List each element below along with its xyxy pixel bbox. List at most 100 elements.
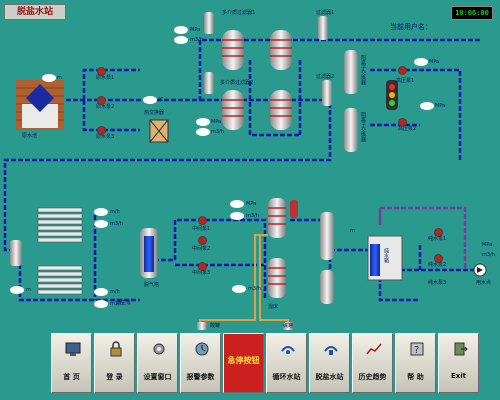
label-filter-2: 过滤器2 [316,74,335,80]
pure-pump-1-valve[interactable] [434,228,443,237]
unit-m3h-7: m3/h [482,252,495,258]
label-regen-pump: 再生泵 [116,300,132,306]
pure-water-tank [367,235,403,281]
help-icon: ? [410,342,424,356]
readout-level-pool [42,74,56,82]
label-sand-filter-1: 多介质过滤器1 [222,10,256,16]
anion-exchanger [344,108,358,152]
unit-mpa-5: MPa [246,201,257,207]
readout-pressure-3 [414,58,428,66]
unit-m3h-3: m3/h [110,221,123,227]
home-button-label: 首 页 [63,373,80,381]
label-mid-pump-3: 中间泵3 [192,270,211,276]
hp-pump-2-valve[interactable] [398,118,407,127]
current-user-label: 当前用户名： [390,23,432,31]
readout-flow-1 [174,36,188,44]
unit-mpa-1: MPa [190,27,201,33]
dosing-tank [204,12,214,34]
history-trend-label: 历史趋势 [358,373,387,381]
raw-pump-1-valve[interactable] [97,67,106,76]
exit-button-label: Exit [450,372,467,380]
label-anion-exchanger: 阴离子交换器 [360,112,366,142]
mid-pump-1-valve[interactable] [198,216,207,225]
alarm-params-label: 报警参数 [186,373,215,381]
clock-display: 10:06:00 [451,6,493,20]
readout-flow-3 [94,220,108,228]
desalination-station-button[interactable]: 脱盐水站 [309,333,350,393]
readout-pressure-4 [420,102,434,110]
home-button[interactable]: 首 页 [51,333,92,393]
unit-m-2: m [26,287,31,293]
unit-m3h-6: m3/h [248,286,261,292]
raw-water-pool [16,80,64,130]
readout-flow-2 [196,128,210,136]
readout-pressure-1 [174,26,188,34]
readout-pressure-5 [230,200,244,208]
sand-filters [222,30,292,130]
exit-icon [454,342,468,356]
heat-exchanger [149,119,169,143]
unit-mpa-6: MPa [482,242,493,248]
pure-pump-2-valve[interactable] [434,254,443,263]
readout-temp [143,96,157,104]
alarm-params-icon [195,342,209,356]
label-mixed-bed: 混床 [268,304,279,310]
label-pure-pump-1: 纯水泵1 [428,236,447,242]
label-cation-exchanger: 阳离子交换器 [360,55,366,85]
unit-mpa-3: MPa [429,59,440,65]
unit-m3h-5: m3/h [246,213,259,219]
settings-window-button[interactable]: 设置窗口 [137,333,178,393]
unit-m3h-1: m3/h [190,37,203,43]
desalination-icon [324,346,338,355]
exit-button[interactable]: Exit [438,333,479,393]
readout-level-2 [10,286,24,294]
label-filter-1: 过滤器1 [316,10,335,16]
raw-pump-3-valve[interactable] [97,126,106,135]
trend-icon [366,343,382,355]
circulation-icon [281,346,295,354]
acid-tank [197,322,207,330]
label-decarbonator: 脱气塔 [144,282,160,288]
unit-mpa-4: MPa [435,103,446,109]
emergency-stop-label: 急停按钮 [227,356,260,365]
mid-pump-2-valve[interactable] [198,236,207,245]
process-diagram [3,12,487,330]
settings-window-label: 设置窗口 [143,373,172,381]
label-raw-water-pool: 原水池 [22,133,38,139]
svg-text:?: ? [414,345,419,356]
hp-pump-1-valve[interactable] [398,66,407,75]
cartridge-filters [37,207,83,295]
mid-pump-3-valve[interactable] [198,262,207,271]
label-use-point: 用水点 [476,280,492,286]
circulation-station-button[interactable]: 循环水站 [266,333,307,393]
app-title: 脱盐水站 [4,4,66,20]
unit-m-pool: m [57,75,62,81]
login-button[interactable]: 登 录 [94,333,135,393]
readout-flow-6 [232,285,246,293]
alkali-tank [283,322,293,330]
readout-flow-5 [230,212,244,220]
label-hp-pump-1: 高压泵1 [396,78,415,84]
unit-c: ℃ [158,97,164,103]
label-heat-exchanger: 热交换器 [144,110,165,116]
unit-level-tank: m [350,228,355,234]
label-pure-pump-3: 纯水泵3 [428,280,447,286]
cation-exchanger [344,50,358,94]
alarm-params-button[interactable]: 报警参数 [180,333,221,393]
emergency-stop-button[interactable]: 急停按钮 [223,333,264,393]
help-button[interactable]: ? 帮 助 [395,333,436,393]
raw-pump-2-valve[interactable] [97,96,106,105]
settings-icon [153,343,165,355]
pipe-purple [380,206,467,270]
decarbonator [140,228,158,278]
label-hp-pump-2: 高压泵2 [398,126,417,132]
label-raw-pump-3: 原水泵3 [96,134,115,140]
desalination-station-label: 脱盐水站 [315,373,344,381]
label-sand-filter-2: 多介质过滤器2 [220,80,254,86]
label-acid-tank-visible: 酸罐 [210,323,221,329]
label-pure-pump-2: 纯水泵2 [428,262,447,268]
login-button-label: 登 录 [106,373,123,381]
circulation-station-label: 循环水站 [272,373,301,381]
history-trend-button[interactable]: 历史趋势 [352,333,393,393]
label-raw-pump-1: 原水泵1 [96,75,115,81]
